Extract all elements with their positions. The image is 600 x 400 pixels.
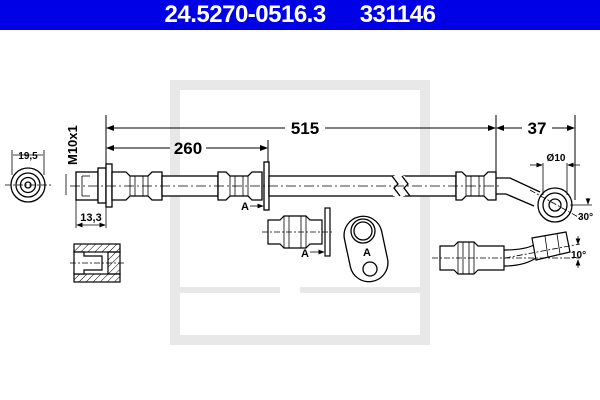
watermark-logo (170, 80, 430, 345)
view-a-marker: A (241, 201, 249, 213)
dim-515-label: 515 (291, 119, 319, 138)
view-a-marker-detail: A (363, 247, 371, 259)
technical-drawing: 515 260 37 19,5 M10x1 (5, 80, 593, 345)
title-bar: 24.5270-0516.3 331146 (0, 0, 600, 30)
view-a-marker-bracket: A (301, 248, 309, 260)
dim-eye-angle-label: 30° (578, 212, 593, 223)
dimension-fitting-length (75, 200, 107, 228)
fitting-section-view (70, 243, 124, 283)
dimension-end-offset: 37 (496, 115, 576, 200)
dim-eye-diameter-label: Ø10 (547, 153, 566, 164)
bracket-detail-view (262, 207, 334, 257)
dim-fitting-width-label: 19,5 (18, 151, 38, 162)
thread-label: M10x1 (65, 125, 80, 165)
dimension-eye-diameter (530, 162, 580, 195)
main-hose (75, 161, 573, 223)
dimension-to-bracket: 260 (106, 139, 269, 165)
dim-end-angle-label: 10° (571, 250, 586, 261)
fitting-end-view (5, 150, 52, 203)
part-number: 24.5270-0516.3 (164, 1, 327, 28)
bracket-plate-view (343, 215, 389, 283)
dim-fitting-length-label: 13,3 (80, 212, 101, 224)
reference-number: 331146 (359, 1, 436, 28)
end-detail-view (432, 231, 581, 275)
dim-37-label: 37 (528, 119, 547, 138)
dimension-total-length: 515 (105, 115, 497, 175)
dim-260-label: 260 (174, 139, 202, 158)
